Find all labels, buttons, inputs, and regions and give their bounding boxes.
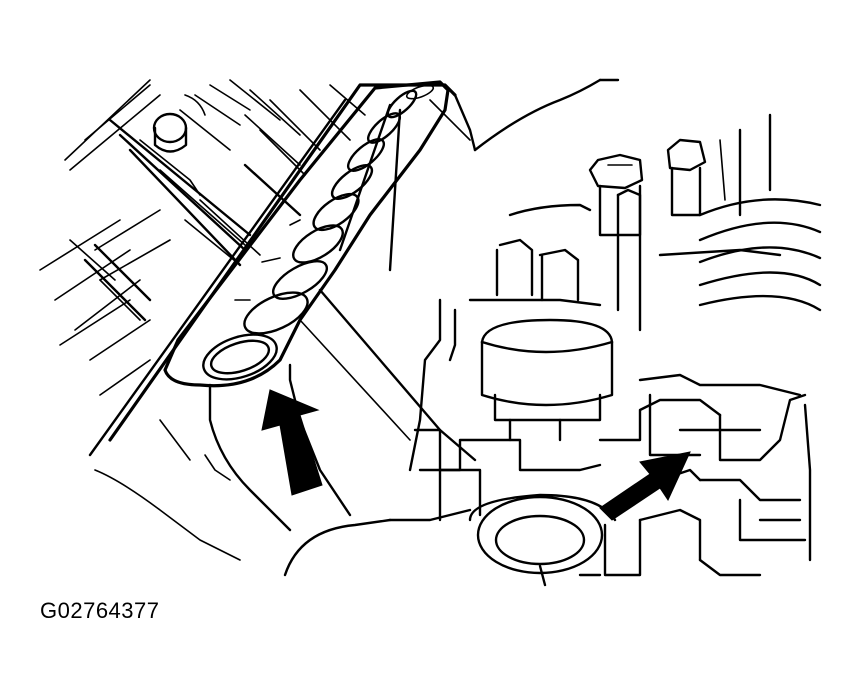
line-drawing	[39, 78, 822, 587]
figure-code: G02764377	[40, 598, 160, 623]
manifold-flange	[88, 78, 620, 462]
intake-gasket	[163, 80, 450, 388]
engine-gasket-illustration	[39, 78, 822, 587]
engine-block	[283, 113, 822, 587]
diagonal-arrow-icon	[599, 451, 691, 521]
intake-runners	[39, 79, 366, 396]
up-arrow-icon	[261, 389, 323, 496]
